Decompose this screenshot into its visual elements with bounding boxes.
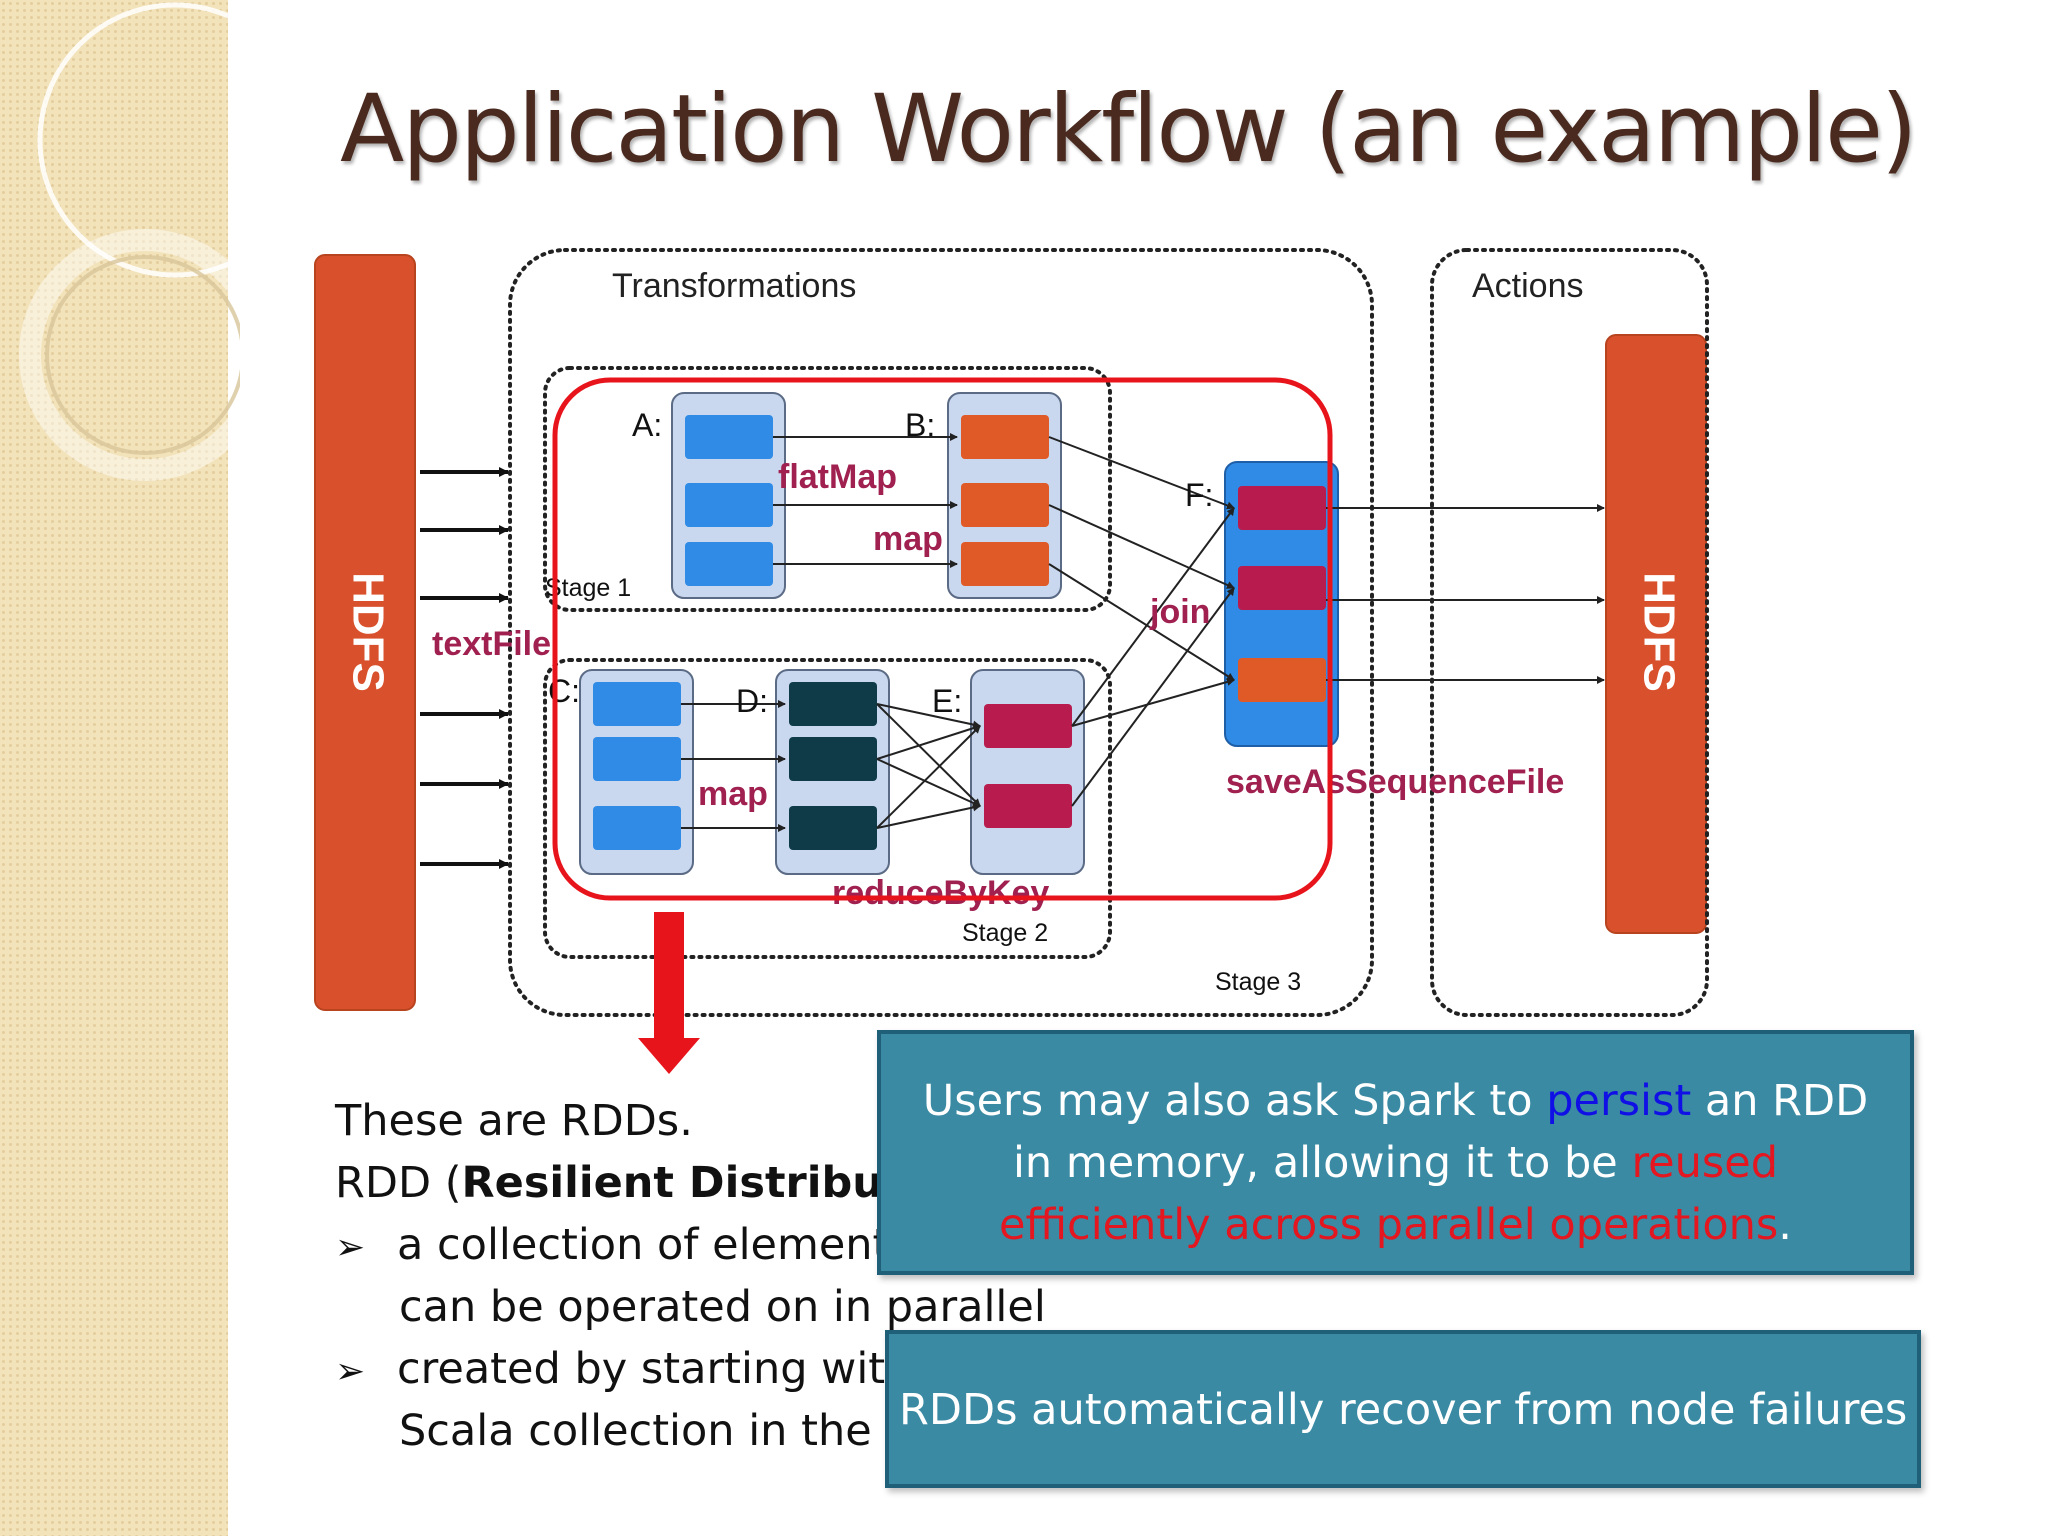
partition-c3	[593, 806, 681, 850]
decorative-rings	[19, 2, 240, 481]
bullet-2: ➢ created by starting with	[335, 1338, 1055, 1400]
edges-d-to-e	[876, 703, 981, 829]
recovery-callout: RDDs automatically recover from node fai…	[885, 1330, 1921, 1488]
stage1-group	[543, 366, 1112, 612]
op-reducebykey: reduceByKey	[832, 874, 1049, 912]
hdfs-left-label: HDFS	[343, 572, 392, 692]
reuse-highlight: reused efficiently across parallel opera…	[999, 1138, 1779, 1250]
bullet-1: ➢ a collection of element	[335, 1214, 1055, 1276]
partition-c1	[593, 682, 681, 726]
body-line-2: RDD (Resilient Distribu	[335, 1152, 1055, 1214]
rdd-b-label: B:	[905, 407, 935, 443]
rdd-description: These are RDDs. RDD (Resilient Distribu …	[335, 1090, 1055, 1462]
partition-d1	[789, 682, 877, 726]
stage3-label: Stage 3	[1215, 968, 1301, 996]
partition-a2	[685, 483, 773, 527]
partition-d2	[789, 737, 877, 781]
transformations-group	[508, 248, 1374, 1017]
body-line-1: These are RDDs.	[335, 1096, 693, 1146]
bullet-1-text: a collection of element	[397, 1220, 890, 1270]
partition-f1	[1238, 486, 1326, 530]
highlight-arrow-head	[638, 1038, 700, 1074]
edges-join	[1048, 436, 1235, 807]
op-flatmap: flatMap	[778, 458, 897, 496]
partition-c2	[593, 737, 681, 781]
decorative-side-strip	[0, 0, 228, 1536]
rdd-d-label: D:	[736, 683, 768, 719]
edges-c-to-d	[681, 700, 786, 832]
partition-e2	[984, 784, 1072, 828]
partition-f2	[1238, 566, 1326, 610]
stage2-group	[543, 658, 1112, 959]
rdd-e	[970, 669, 1085, 875]
bullet-1-continued: can be operated on in parallel	[399, 1282, 1046, 1332]
partition-a1	[685, 415, 773, 459]
persist-callout: Users may also ask Spark to persist an R…	[877, 1030, 1914, 1275]
partition-b2	[961, 483, 1049, 527]
partition-b3	[961, 542, 1049, 586]
partition-a3	[685, 542, 773, 586]
rdd-prefix: RDD (	[335, 1158, 462, 1208]
rdd-expansion: Resilient Distribu	[461, 1158, 883, 1208]
edges-a-to-b	[773, 433, 958, 568]
partition-f3	[1238, 658, 1326, 702]
bullet-2-text: created by starting with	[397, 1344, 913, 1394]
op-map-bottom: map	[698, 775, 768, 813]
op-textfile: textFile	[432, 625, 551, 663]
stage2-label: Stage 2	[962, 919, 1048, 947]
op-map-top: map	[873, 520, 943, 558]
rdd-e-label: E:	[932, 683, 962, 719]
actions-label: Actions	[1472, 267, 1584, 305]
recovery-text: RDDs automatically recover from node fai…	[899, 1385, 1908, 1435]
arrow-bullet-icon: ➢	[335, 1351, 366, 1392]
highlight-arrow-shaft	[654, 912, 684, 1040]
actions-group	[1430, 248, 1709, 1017]
persist-highlight: persist	[1546, 1076, 1692, 1126]
hdfs-right-label: HDFS	[1634, 572, 1683, 692]
rdd-a-label: A:	[632, 407, 662, 443]
partition-d3	[789, 806, 877, 850]
stage1-label: Stage 1	[545, 574, 631, 602]
op-join: join	[1149, 593, 1210, 631]
arrow-bullet-icon: ➢	[335, 1227, 366, 1268]
bullet-2-continued: Scala collection in the d	[399, 1406, 913, 1456]
op-save: saveAsSequenceFile	[1226, 763, 1564, 801]
callout-text: an RDD in memory, allowing it to be	[1012, 1076, 1869, 1188]
callout-text: .	[1778, 1200, 1792, 1250]
callout-text: Users may also ask Spark to	[922, 1076, 1547, 1126]
hdfs-left-bar	[314, 254, 416, 1011]
edges-to-hdfs	[1326, 504, 1605, 684]
slide-title: Application Workflow (an example)	[340, 75, 1918, 184]
rdd-highlight-box	[552, 377, 1333, 901]
transformations-label: Transformations	[612, 267, 856, 305]
rdd-f-label: F:	[1185, 477, 1213, 513]
partition-e1	[984, 704, 1072, 748]
partition-b1	[961, 415, 1049, 459]
